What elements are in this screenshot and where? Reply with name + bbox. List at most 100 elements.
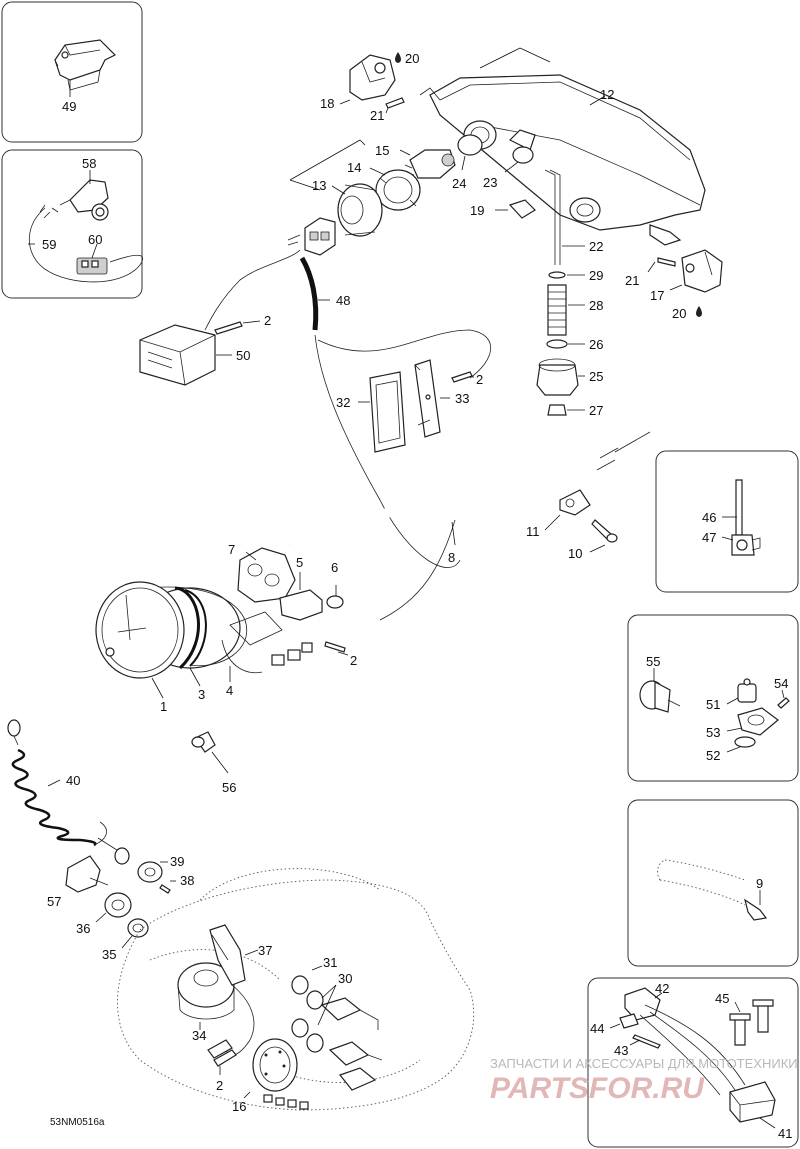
callout-23: 23 [483, 175, 497, 190]
callout-34: 34 [192, 1028, 206, 1043]
terminal-44 [619, 1013, 639, 1029]
callout-50: 50 [236, 348, 250, 363]
bracket-33 [414, 359, 441, 438]
callout-28: 28 [589, 298, 603, 313]
callout-20-right: 20 [672, 306, 686, 321]
callout-39: 39 [170, 854, 184, 869]
callout-36: 36 [76, 921, 90, 936]
callout-33: 33 [455, 391, 469, 406]
inset-panel-voltage-regulator [587, 977, 799, 1148]
tether-cord-40 [7, 719, 130, 865]
callout-17: 17 [650, 288, 664, 303]
adjuster-rod-assembly [536, 169, 579, 416]
callout-20-top: 20 [405, 51, 419, 66]
callout-37: 37 [258, 943, 272, 958]
callout-60: 60 [88, 232, 102, 247]
callout-51: 51 [706, 697, 720, 712]
callout-2-d: 2 [216, 1078, 223, 1093]
callout-44: 44 [590, 1021, 604, 1036]
callout-3: 3 [198, 687, 205, 702]
connector-pins [271, 642, 313, 666]
switch-assembly [28, 179, 143, 283]
callout-24: 24 [452, 176, 466, 191]
callout-22: 22 [589, 239, 603, 254]
console-outline [117, 879, 475, 1111]
callout-14: 14 [347, 160, 361, 175]
callout-18: 18 [320, 96, 334, 111]
bracket-part [54, 39, 117, 91]
callout-47: 47 [702, 530, 716, 545]
callout-5: 5 [296, 555, 303, 570]
inset-panel-sensor [655, 450, 799, 593]
switches-30-31 [291, 975, 383, 1091]
heated-grip-9 [657, 859, 768, 921]
key-57 [65, 855, 109, 893]
inset-panel-switch [1, 149, 143, 299]
retainer-ring-14 [375, 169, 421, 211]
callout-31: 31 [323, 955, 337, 970]
callout-49: 49 [62, 99, 76, 114]
callout-25: 25 [589, 369, 603, 384]
callout-13: 13 [312, 178, 326, 193]
sensor-55 [639, 680, 681, 713]
drawing-code: 53NM0516a [50, 1117, 105, 1128]
nut-6 [326, 595, 344, 609]
cap-36 [104, 892, 132, 918]
connector-housing [287, 217, 336, 256]
callout-19: 19 [470, 203, 484, 218]
gauge-housing-7 [237, 547, 296, 603]
inset-panel-grip [627, 799, 799, 967]
callout-45: 45 [715, 991, 729, 1006]
callout-30: 30 [338, 971, 352, 986]
callout-27: 27 [589, 403, 603, 418]
screws-45 [729, 999, 774, 1046]
bulb-15 [404, 149, 456, 179]
callout-2-b: 2 [476, 372, 483, 387]
callout-8: 8 [448, 550, 455, 565]
callout-6: 6 [331, 560, 338, 575]
regulator-41 [729, 1081, 776, 1123]
callout-7: 7 [228, 542, 235, 557]
connector-42 [624, 987, 746, 1096]
tachometer-16 [252, 1038, 298, 1092]
callout-57: 57 [47, 894, 61, 909]
pin-43 [632, 1034, 661, 1049]
clip-19 [508, 199, 536, 219]
bulb-56 [191, 731, 216, 753]
screw-54 [777, 697, 790, 709]
callout-48: 48 [336, 293, 350, 308]
grommet-23 [512, 146, 534, 164]
callout-59: 59 [42, 237, 56, 252]
callout-12: 12 [600, 87, 614, 102]
callout-54: 54 [774, 676, 788, 691]
connector-2-bottom [207, 1039, 237, 1067]
callout-4: 4 [226, 683, 233, 698]
gauge-1 [95, 581, 248, 679]
headlight-bracket-left [349, 54, 396, 101]
callout-38: 38 [180, 873, 194, 888]
ignition-switch-34 [177, 962, 235, 1020]
headlight-bracket-right [681, 249, 723, 293]
callout-46: 46 [702, 510, 716, 525]
gasket-53 [737, 707, 779, 736]
callout-1: 1 [160, 699, 167, 714]
callout-42: 42 [655, 981, 669, 996]
callout-43: 43 [614, 1043, 628, 1058]
callout-52: 52 [706, 748, 720, 763]
callout-11: 11 [526, 524, 540, 539]
callout-15: 15 [375, 143, 389, 158]
callout-16: 16 [232, 1099, 246, 1114]
callout-41: 41 [778, 1126, 792, 1141]
bracket-5 [229, 589, 323, 646]
screw-38 [159, 884, 171, 894]
harness-sleeve-48 [299, 256, 319, 331]
clamp-52 [734, 736, 756, 748]
boot-13 [337, 183, 383, 237]
sensor-46-47 [731, 479, 761, 556]
cable-clamp-11 [559, 489, 591, 516]
oil-drop-icon [696, 306, 702, 317]
bulb-socket-24 [457, 134, 483, 156]
reflector-32 [369, 371, 406, 453]
pins-16 [263, 1094, 309, 1110]
